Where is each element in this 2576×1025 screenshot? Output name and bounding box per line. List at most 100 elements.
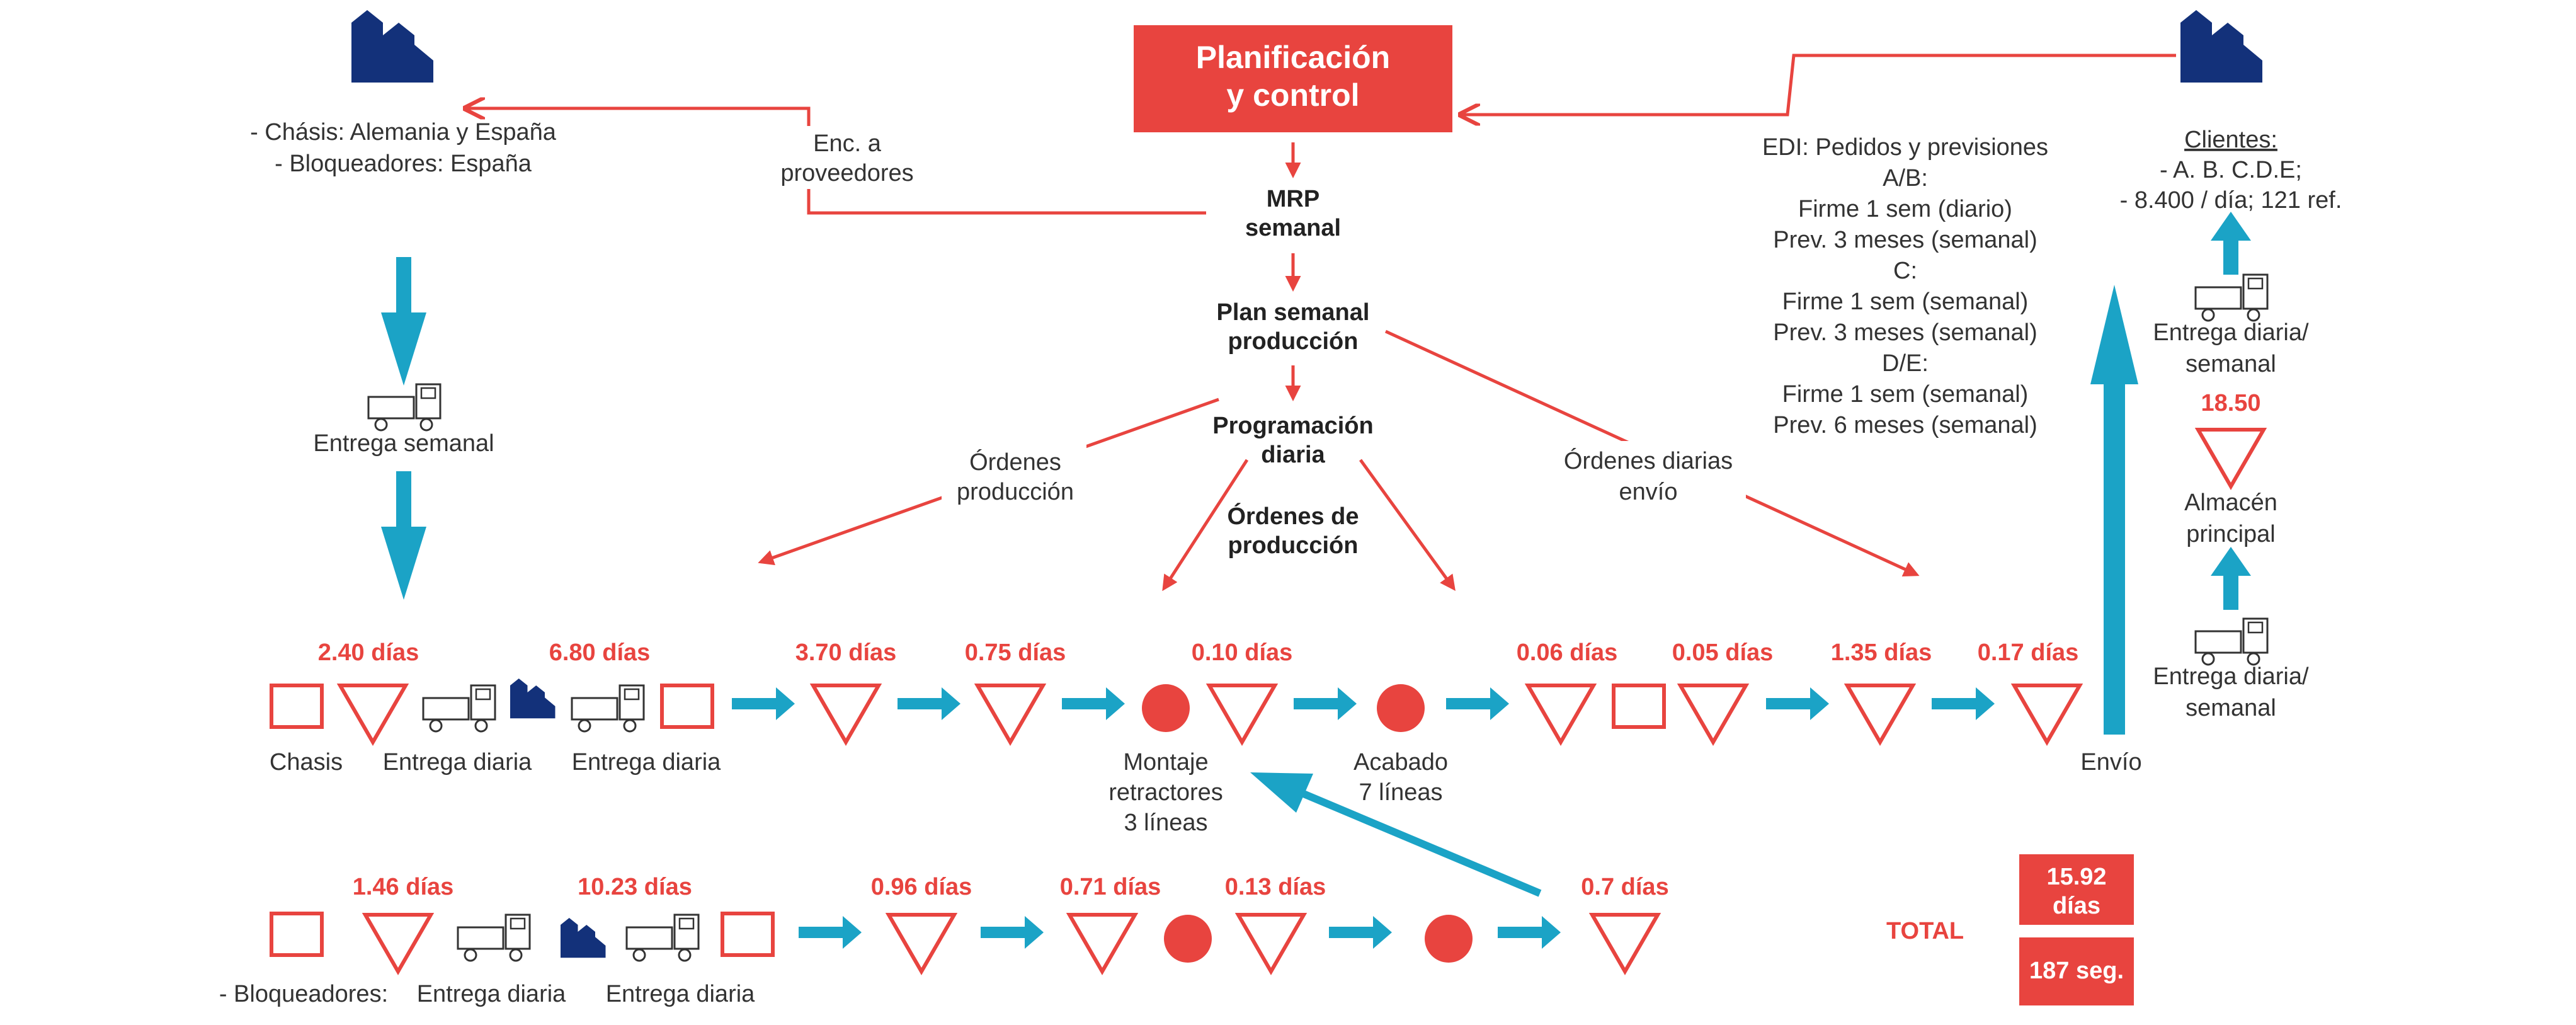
supplier-line1: - Chásis: Alemania y España — [250, 119, 557, 146]
clientes-line1: - A. B. C.D.E; — [2160, 157, 2302, 183]
row2-to-montaje-arrow — [1299, 789, 1542, 897]
row1-days-6: 0.05 días — [1672, 639, 1774, 666]
row1-days-3: 0.75 días — [965, 639, 1066, 666]
clientes-push-arrowhead — [2211, 212, 2251, 241]
mrp-line1: MRP — [1267, 186, 1319, 212]
row1-days-1: 6.80 días — [549, 639, 651, 666]
acabado-line2: 7 líneas — [1359, 779, 1442, 806]
enc-proveedores-box — [765, 126, 929, 189]
row1-inventory-icon-7 — [2014, 685, 2080, 742]
row1-inventory-icon-6 — [1847, 685, 1913, 742]
row2-days-3: 0.71 días — [1060, 874, 1161, 900]
row2-inventory-icon-0 — [365, 915, 431, 971]
edi-line-4: C: — [1893, 258, 1917, 284]
row2-inventory-icon-1 — [889, 915, 954, 971]
ordenes-montaje-arrow — [1162, 459, 1249, 592]
row1-inventory-icon-2 — [977, 685, 1043, 742]
bloqueadores-label: - Bloqueadores: — [219, 981, 388, 1007]
ordenes-acabado-arrow — [1359, 459, 1456, 592]
envio-label: Envío — [2080, 749, 2141, 776]
entrega-top-line2: semanal — [2186, 351, 2276, 377]
truck-icon-row2-1 — [457, 913, 531, 962]
total-days-line1: 15.92 — [2046, 864, 2106, 890]
enc-proveedores-line2: proveedores — [780, 160, 913, 186]
ordenes-envio-box — [1551, 441, 1746, 508]
row1-days-8: 0.17 días — [1978, 639, 2079, 666]
edi-line-5: Firme 1 sem (semanal) — [1782, 289, 2029, 315]
customer-to-planning-arrow — [1462, 54, 2176, 115]
edi-line-8: Firme 1 sem (semanal) — [1782, 381, 2029, 408]
row1-entrega-2: Entrega diaria — [572, 749, 721, 776]
planning-title-line1: Planificación — [1196, 40, 1390, 75]
chasis-box — [270, 684, 324, 729]
acabado-process-dot — [1377, 684, 1425, 732]
edi-block: EDI: Pedidos y previsiones A/B: Firme 1 … — [1762, 134, 2048, 438]
row2-days-5: 0.7 días — [1581, 874, 1668, 900]
row1: 2.40 días 6.80 días 3.70 días 0.75 días … — [270, 639, 2142, 836]
ordenes-envio-line1: Órdenes diarias — [1564, 447, 1733, 474]
row1-days-0: 2.40 días — [318, 639, 419, 666]
ordenes-produccion-line1: Órdenes — [969, 449, 1061, 476]
edi-line-6: Prev. 3 meses (semanal) — [1773, 319, 2037, 346]
row2-push-arrow-3 — [1329, 916, 1392, 949]
clientes-title: Clientes: — [2184, 127, 2277, 153]
almacen-days: 18.50 — [2201, 390, 2260, 416]
row2-inventory-icon-4 — [1592, 915, 1658, 971]
row2-box-1 — [721, 912, 775, 957]
ordenes-produccion-line2: producción — [957, 479, 1074, 505]
mrp-line2: semanal — [1245, 215, 1341, 241]
row1-push-arrow-2 — [898, 687, 960, 720]
row2-to-montaje-arrowhead — [1250, 772, 1313, 813]
row1-box-1 — [660, 684, 714, 729]
row1-inventory-icon-0 — [340, 685, 406, 742]
row2-entrega-1: Entrega diaria — [417, 981, 566, 1007]
row2-push-arrow-2 — [981, 916, 1044, 949]
factory-small-icon-row1 — [510, 679, 556, 719]
truck-icon-row1-2 — [571, 684, 645, 733]
total-days-line2: días — [2053, 893, 2100, 919]
bloqueadores-box — [270, 912, 324, 957]
programacion-line1: Programación — [1212, 413, 1374, 439]
row2-process-dot-1 — [1164, 915, 1212, 963]
row1-box-2 — [1612, 684, 1666, 729]
acabado-line1: Acabado — [1354, 749, 1448, 776]
row1-inventory-icon-5 — [1680, 685, 1746, 742]
montaje-line2: retractores — [1108, 779, 1223, 806]
row1-days-5: 0.06 días — [1517, 639, 1618, 666]
row1-push-arrow-3 — [1062, 687, 1125, 720]
almacen-inventory-icon — [2198, 430, 2264, 486]
customer-factory-icon — [2180, 10, 2262, 83]
row1-push-arrow-6 — [1766, 687, 1829, 720]
row1-days-4: 0.10 días — [1192, 639, 1293, 666]
ordenes-produccion-box — [942, 445, 1086, 508]
entrega-bottom-line2: semanal — [2186, 695, 2276, 721]
supplier-push-arrow-1 — [396, 257, 411, 314]
row2-days-2: 0.96 días — [871, 874, 972, 900]
row2-days-4: 0.13 días — [1225, 874, 1326, 900]
ordenes-centro-line2: producción — [1228, 532, 1359, 559]
planning-box — [1134, 25, 1452, 132]
truck-icon-almacen — [2194, 617, 2269, 666]
edi-line-1: A/B: — [1883, 165, 1928, 192]
planning-title-line2: y control — [1226, 77, 1359, 113]
plan-semanal-line2: producción — [1228, 328, 1359, 355]
almacen-line2: principal — [2186, 521, 2276, 547]
row2: 1.46 días 10.23 días 0.96 días 0.71 días… — [219, 874, 1669, 1007]
total-seconds-box — [2019, 937, 2134, 1005]
row2-inventory-icon-2 — [1069, 915, 1135, 971]
clientes-push-arrow — [2223, 239, 2238, 275]
truck-icon-row2-2 — [625, 913, 700, 962]
programacion-line2: diaria — [1261, 442, 1325, 468]
ordenes-centro-line1: Órdenes de — [1227, 502, 1359, 530]
row1-inventory-icon-1 — [813, 685, 879, 742]
supplier-factory-icon — [351, 10, 433, 83]
factory-small-icon-row2 — [561, 918, 606, 958]
edi-line-0: EDI: Pedidos y previsiones — [1762, 134, 2048, 161]
supplier-push-arrow-2 — [396, 471, 411, 528]
entrega-top-line1: Entrega diaria/ — [2153, 319, 2309, 346]
row1-inventory-icon-4 — [1528, 685, 1593, 742]
truck-icon-entrega-semanal — [367, 383, 442, 432]
row2-days-0: 1.46 días — [353, 874, 454, 900]
truck-icon-clientes — [2194, 273, 2269, 322]
edi-line-2: Firme 1 sem (diario) — [1798, 196, 2012, 222]
